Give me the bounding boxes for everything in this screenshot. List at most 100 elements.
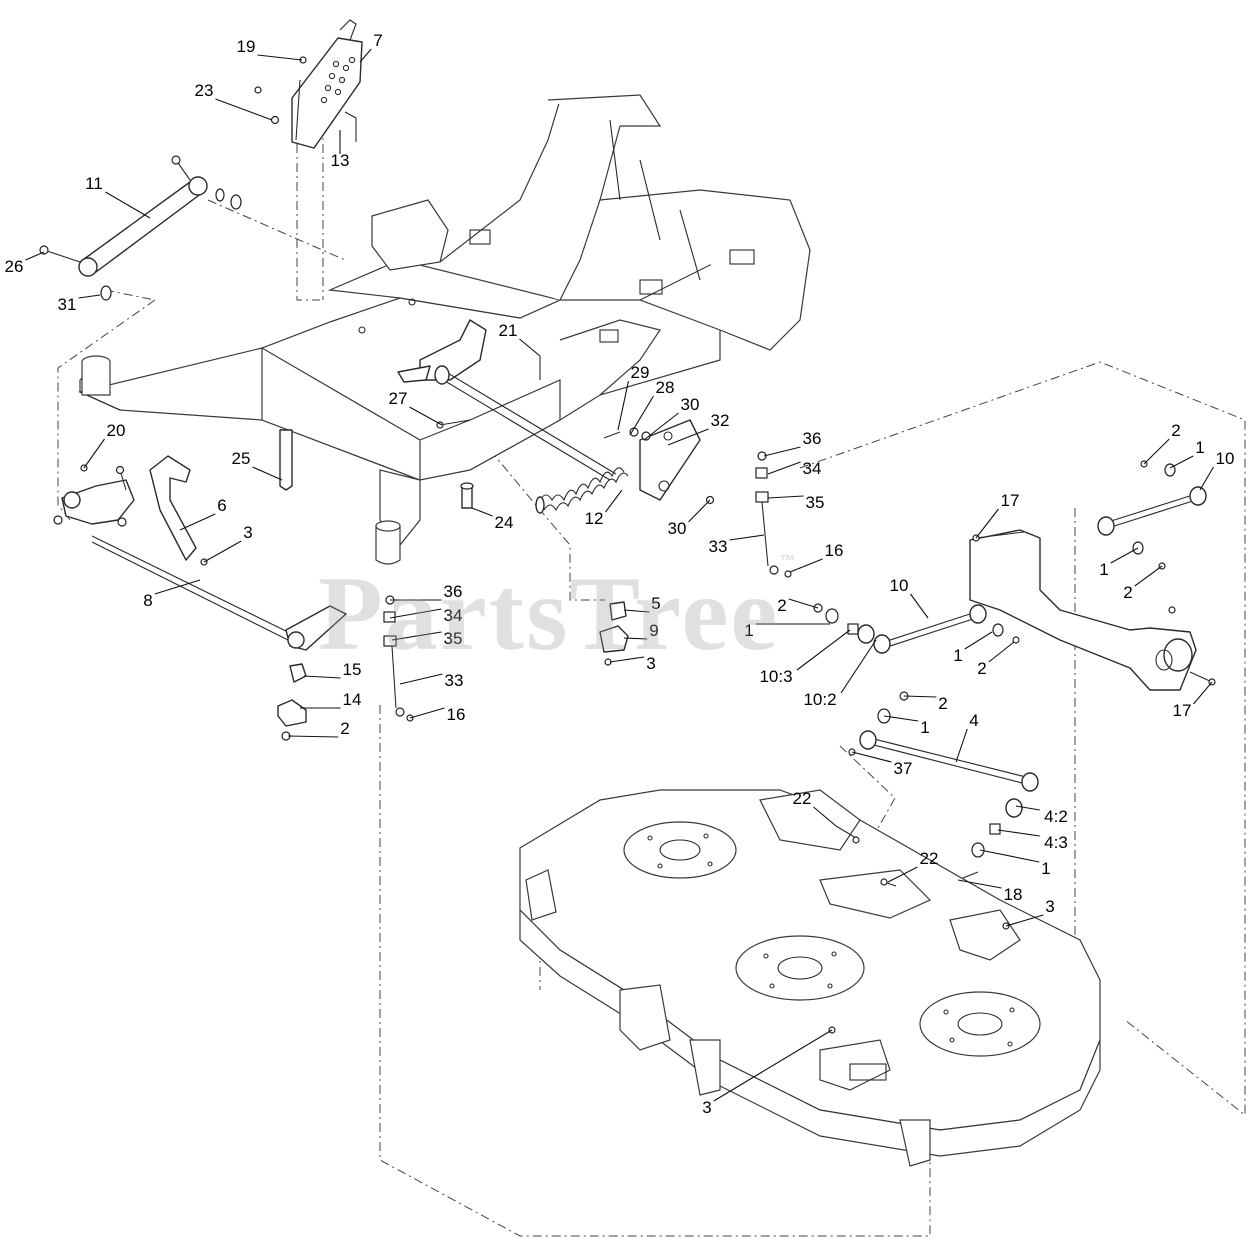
leader-line-c9 — [623, 637, 648, 640]
callout-c9: 9 — [649, 621, 658, 640]
tractor-frame — [78, 94, 811, 565]
leader-line-c10b — [910, 593, 929, 619]
leader-line-c20 — [83, 438, 105, 469]
leader-line-c16a — [789, 558, 823, 573]
leader-line-c19 — [257, 54, 303, 61]
callout-c33b: 33 — [445, 671, 464, 690]
leader-line-c1d — [964, 631, 993, 650]
callout-c2e: 2 — [340, 719, 349, 738]
callout-c42: 4:2 — [1044, 807, 1068, 826]
boundary-link-center — [839, 745, 896, 861]
leader-line-c15 — [303, 675, 341, 679]
callout-c2a: 2 — [1171, 421, 1180, 440]
leader-line-c3c — [1005, 914, 1044, 927]
callout-c36a: 36 — [803, 429, 822, 448]
leader-line-c17b — [1193, 681, 1213, 705]
leader-line-c2c — [1134, 565, 1163, 587]
leader-line-c24 — [471, 507, 493, 517]
callout-c3d: 3 — [702, 1098, 711, 1117]
callout-c30b: 30 — [668, 519, 687, 538]
leader-line-c1c — [1110, 547, 1139, 564]
callout-c23: 23 — [195, 81, 214, 100]
leader-line-c8 — [154, 579, 201, 595]
height-of-cut-handle — [254, 19, 363, 149]
callout-c34b: 34 — [444, 606, 463, 625]
torsion-spring — [535, 419, 715, 514]
callout-c15: 15 — [343, 660, 362, 679]
callout-c21: 21 — [499, 321, 518, 340]
leader-line-c21 — [519, 338, 541, 357]
leader-line-c43 — [997, 829, 1040, 837]
leader-line-c3d — [713, 1029, 833, 1102]
lift-link — [39, 155, 242, 301]
callout-c6: 6 — [217, 496, 226, 515]
watermark: PartsTree™ — [318, 553, 797, 675]
deck-arm-bracket — [969, 529, 1216, 691]
boundary-link-right — [1074, 508, 1101, 1001]
callout-c8: 8 — [143, 591, 152, 610]
callout-c24: 24 — [495, 513, 514, 532]
leader-line-c25 — [252, 466, 283, 481]
lift-arm-assembly — [397, 319, 617, 481]
boundary-lower-left — [379, 705, 931, 1237]
callout-c13: 13 — [331, 151, 350, 170]
callout-c20: 20 — [107, 421, 126, 440]
callout-c1f: 1 — [1041, 859, 1050, 878]
leader-line-c2f — [903, 695, 937, 698]
leader-line-c23 — [215, 98, 273, 121]
leader-line-c33b — [399, 673, 443, 685]
callout-c103: 10:3 — [759, 667, 792, 686]
leader-line-c1e — [883, 715, 919, 722]
leader-line-c102 — [840, 639, 877, 694]
leader-line-c103 — [796, 629, 851, 671]
leader-line-c36a — [763, 446, 801, 457]
callout-c2c: 2 — [1123, 583, 1132, 602]
leader-line-c42 — [1015, 805, 1040, 811]
leader-line-c26 — [25, 251, 45, 261]
callout-c36b: 36 — [444, 582, 463, 601]
leader-line-c32 — [667, 428, 709, 446]
boundary-frame-top — [104, 199, 346, 301]
leader-line-c4 — [955, 728, 968, 763]
callout-c1d: 1 — [953, 646, 962, 665]
callout-c4: 4 — [969, 711, 978, 730]
leader-line-c35a — [767, 495, 804, 499]
callout-c18: 18 — [1004, 885, 1023, 904]
leader-line-c34a — [767, 461, 801, 475]
leader-line-c29 — [617, 380, 630, 431]
callout-c2f: 2 — [938, 694, 947, 713]
leader-line-c2d — [988, 641, 1015, 663]
leader-line-c18 — [957, 879, 1002, 889]
leader-line-c6 — [179, 513, 216, 531]
callout-c10a: 10 — [1216, 449, 1235, 468]
callout-c32: 32 — [711, 411, 730, 430]
leader-line-c2e — [287, 735, 339, 738]
center-hardware — [599, 427, 651, 666]
callout-c43: 4:3 — [1044, 833, 1068, 852]
callout-c2b: 2 — [777, 596, 786, 615]
trademark-mark: ™ — [779, 553, 798, 570]
leader-line-c22b — [887, 866, 918, 883]
callout-c7: 7 — [373, 31, 382, 50]
callout-c35a: 35 — [806, 493, 825, 512]
leader-line-c30b — [688, 499, 711, 523]
callout-c3b: 3 — [646, 654, 655, 673]
callout-c17a: 17 — [1001, 491, 1020, 510]
callout-c2d: 2 — [977, 659, 986, 678]
leader-line-c35b — [391, 631, 442, 641]
callout-c29: 29 — [631, 363, 650, 382]
leader-line-c22a — [813, 806, 837, 827]
front-link — [813, 603, 1020, 654]
boundary-mid — [489, 449, 605, 601]
callout-c3a: 3 — [243, 523, 252, 542]
callout-c22b: 22 — [920, 849, 939, 868]
callout-c33a: 33 — [709, 537, 728, 556]
rear-link — [1097, 460, 1207, 614]
leader-line-c37 — [851, 751, 892, 763]
callout-c22a: 22 — [793, 789, 812, 808]
leader-line-c12 — [605, 489, 623, 513]
callout-c25: 25 — [232, 449, 251, 468]
